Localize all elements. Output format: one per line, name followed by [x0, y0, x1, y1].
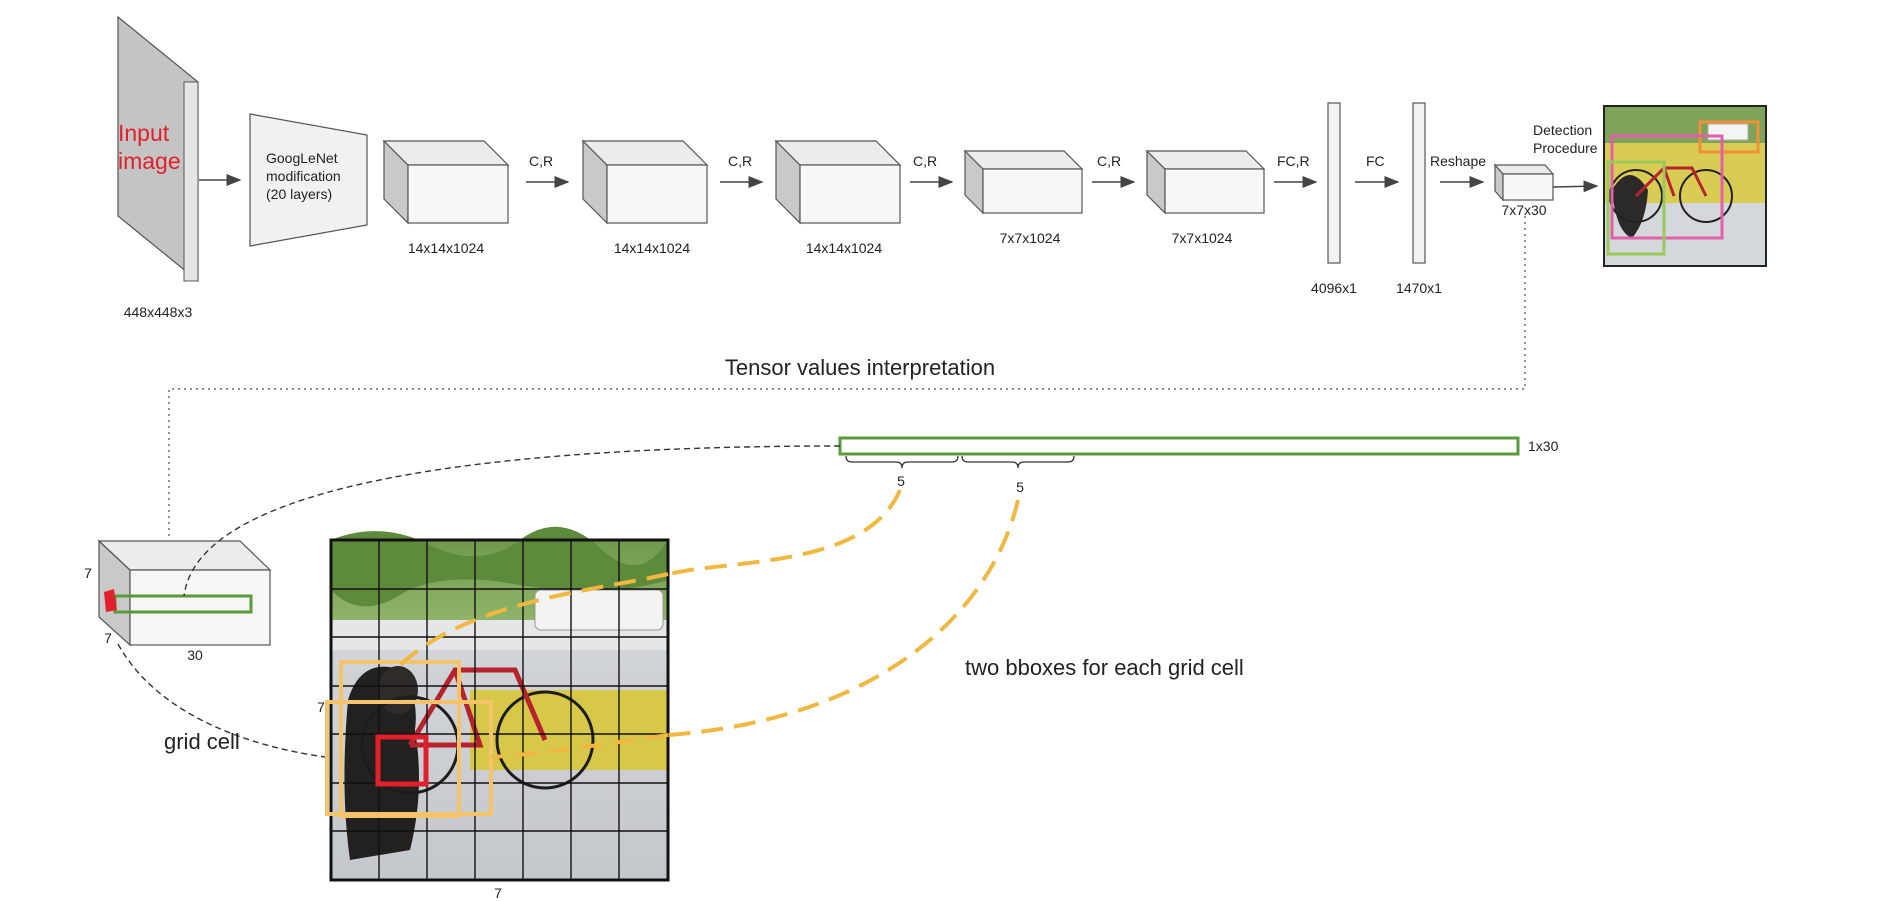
conv-block-2-dims: 14x14x1024	[614, 240, 691, 256]
brace-1-label: 5	[897, 473, 905, 489]
op-label-reshape: Reshape	[1430, 153, 1486, 169]
input-image-title-line2: image	[118, 148, 181, 174]
input-image-slab	[117, 15, 199, 283]
dashed-connector-grid-cell	[117, 643, 326, 758]
conv-block-4-dims: 7x7x1024	[1000, 230, 1061, 246]
dashed-connector-vector	[183, 445, 841, 597]
op-label-c2: C,R	[728, 153, 752, 169]
arrow-detection	[1552, 180, 1599, 193]
brace-second-bbox	[961, 455, 1075, 469]
brace-first-bbox	[845, 455, 959, 469]
conv-block-1	[382, 139, 510, 225]
fc-layer-1-dims: 4096x1	[1311, 280, 1357, 296]
tensor-height-label: 7	[84, 565, 92, 581]
bbox-2	[325, 700, 493, 816]
fc-layer-1	[1327, 102, 1341, 264]
googlenet-line1: GoogLeNet	[266, 150, 338, 166]
input-image-title-line1: Input	[118, 120, 170, 146]
input-dims-label: 448x448x3	[124, 304, 193, 320]
op-label-c3: C,R	[913, 153, 937, 169]
tensor-depth-label: 30	[187, 647, 203, 663]
detection-label-line2: Procedure	[1533, 140, 1598, 156]
conv-block-5-dims: 7x7x1024	[1172, 230, 1233, 246]
interpretation-title: Tensor values interpretation	[725, 355, 995, 380]
grid-cell-label: grid cell	[164, 729, 240, 754]
fc-layer-2-dims: 1470x1	[1396, 280, 1442, 296]
detection-result-image	[1603, 105, 1767, 267]
op-label-c1: C,R	[529, 153, 553, 169]
output-tensor	[1493, 163, 1555, 202]
yellow-dashed-connector-top	[667, 489, 902, 576]
conv-block-3-dims: 14x14x1024	[806, 240, 883, 256]
tensor-7x7x30	[97, 539, 272, 647]
grid-side-label: 7	[317, 699, 325, 715]
op-label-fcr: FC,R	[1277, 153, 1310, 169]
googlenet-line2: modification	[266, 168, 341, 184]
yellow-dashed-connector-bottom-inside	[490, 733, 669, 759]
detection-label-line1: Detection	[1533, 122, 1592, 138]
conv-block-1-dims: 14x14x1024	[408, 240, 485, 256]
googlenet-block	[249, 113, 368, 247]
op-label-fc: FC	[1366, 153, 1385, 169]
output-tensor-dims: 7x7x30	[1501, 202, 1546, 218]
conv-block-5	[1145, 149, 1266, 215]
yellow-dashed-connector-bottom	[667, 499, 1020, 737]
fc-layer-2	[1412, 102, 1426, 264]
brace-2-label: 5	[1016, 479, 1024, 495]
grid-lines	[331, 540, 668, 880]
vector-1x30	[838, 436, 1520, 456]
googlenet-line3: (20 layers)	[266, 186, 332, 202]
conv-block-3	[774, 139, 902, 225]
tensor-width-label: 7	[104, 630, 112, 646]
bbox-note: two bboxes for each grid cell	[965, 655, 1244, 680]
grid-image	[331, 526, 668, 880]
op-label-c4: C,R	[1097, 153, 1121, 169]
highlighted-grid-cell	[375, 734, 429, 787]
vector-1x30-label: 1x30	[1528, 438, 1559, 454]
yellow-dashed-connector-top-inside	[398, 572, 669, 667]
conv-block-4	[963, 149, 1084, 215]
grid-bottom-label: 7	[494, 885, 502, 901]
grid-border	[329, 538, 670, 882]
conv-block-2	[581, 139, 709, 225]
